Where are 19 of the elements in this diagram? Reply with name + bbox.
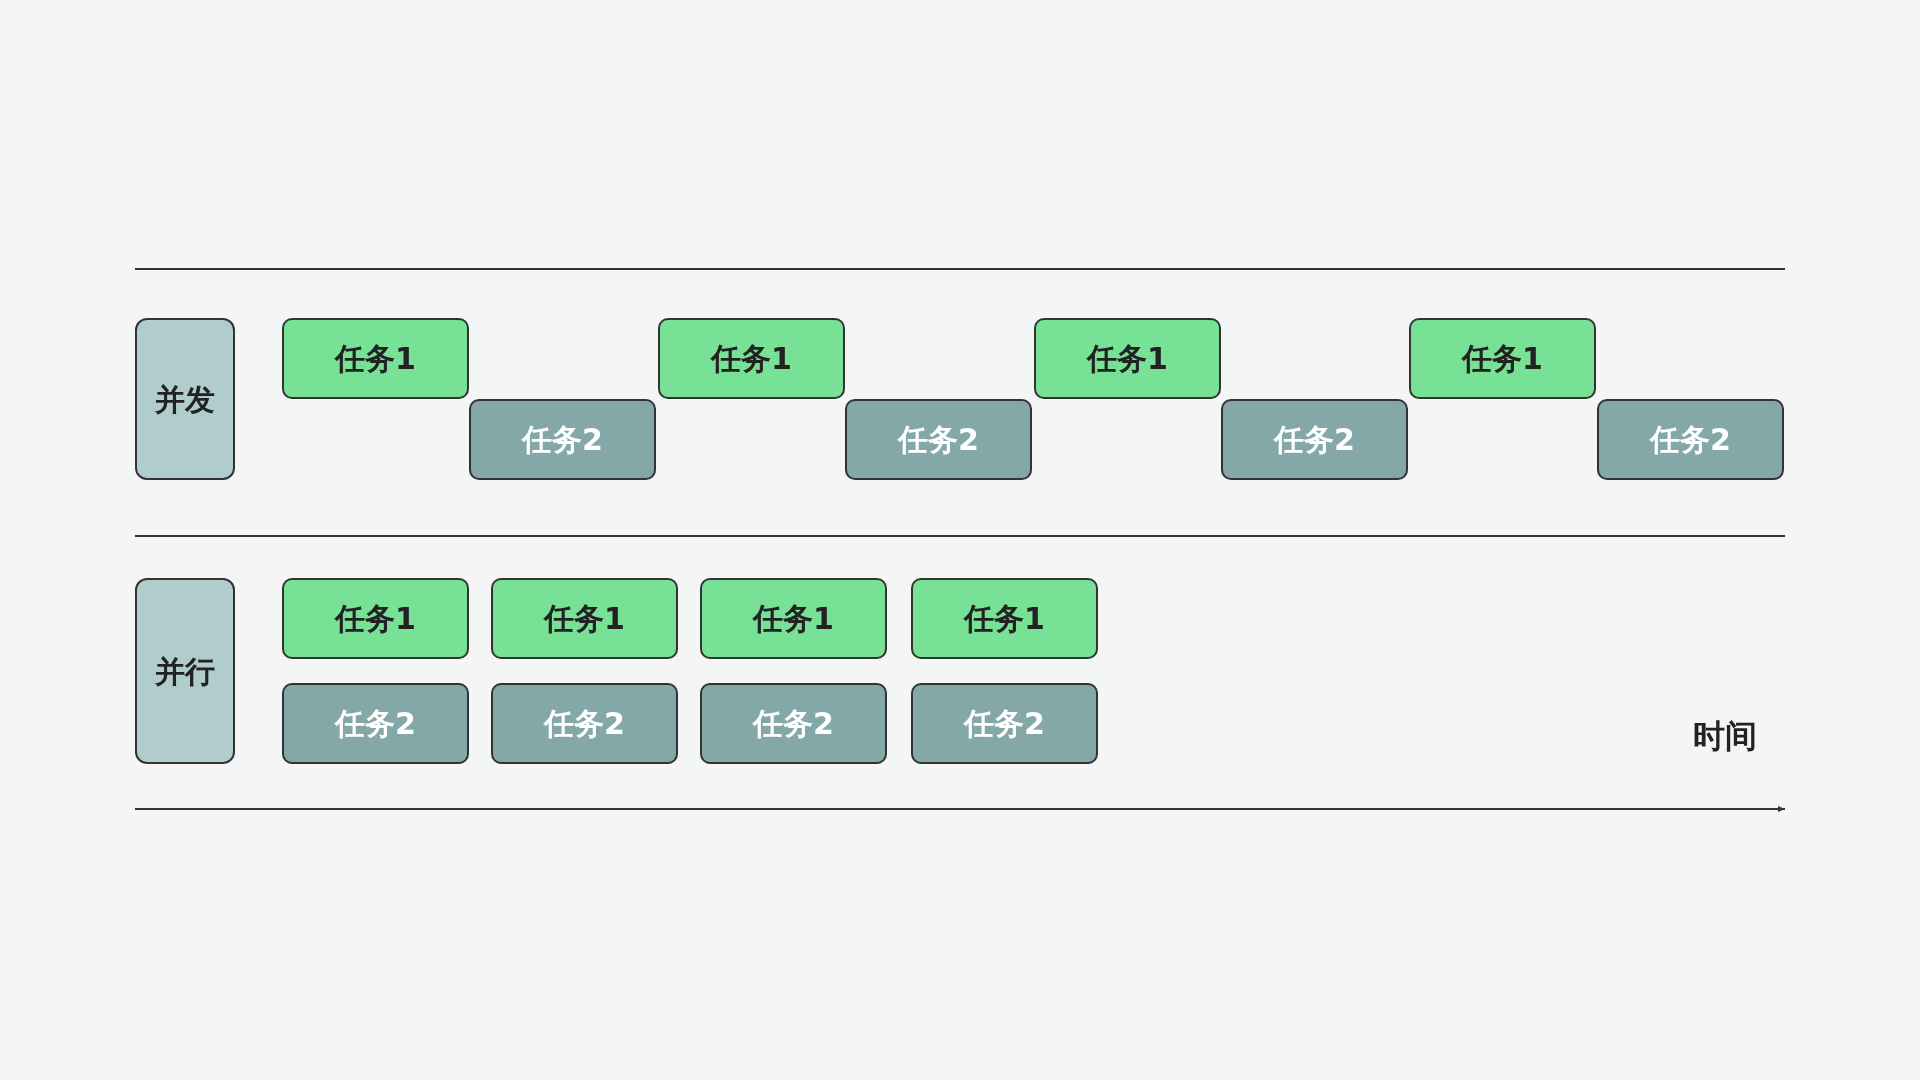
task-box: 任务2 bbox=[469, 399, 656, 480]
task-box: 任务2 bbox=[491, 683, 678, 764]
task-box: 任务1 bbox=[658, 318, 845, 399]
task-box: 任务1 bbox=[1034, 318, 1221, 399]
task-box: 任务2 bbox=[1221, 399, 1408, 480]
mode-label-box: 并行 bbox=[135, 578, 235, 764]
task-box: 任务1 bbox=[282, 578, 469, 659]
task-box: 任务2 bbox=[282, 683, 469, 764]
axis-label: 时间 bbox=[1692, 716, 1758, 757]
task-box: 任务1 bbox=[911, 578, 1098, 659]
task-box: 任务2 bbox=[700, 683, 887, 764]
task-box: 任务2 bbox=[911, 683, 1098, 764]
task-box: 任务1 bbox=[1409, 318, 1596, 399]
task-box: 任务1 bbox=[700, 578, 887, 659]
task-box: 任务2 bbox=[845, 399, 1032, 480]
task-box: 任务1 bbox=[491, 578, 678, 659]
mode-label-box: 并发 bbox=[135, 318, 235, 480]
task-box: 任务1 bbox=[282, 318, 469, 399]
task-box: 任务2 bbox=[1597, 399, 1784, 480]
